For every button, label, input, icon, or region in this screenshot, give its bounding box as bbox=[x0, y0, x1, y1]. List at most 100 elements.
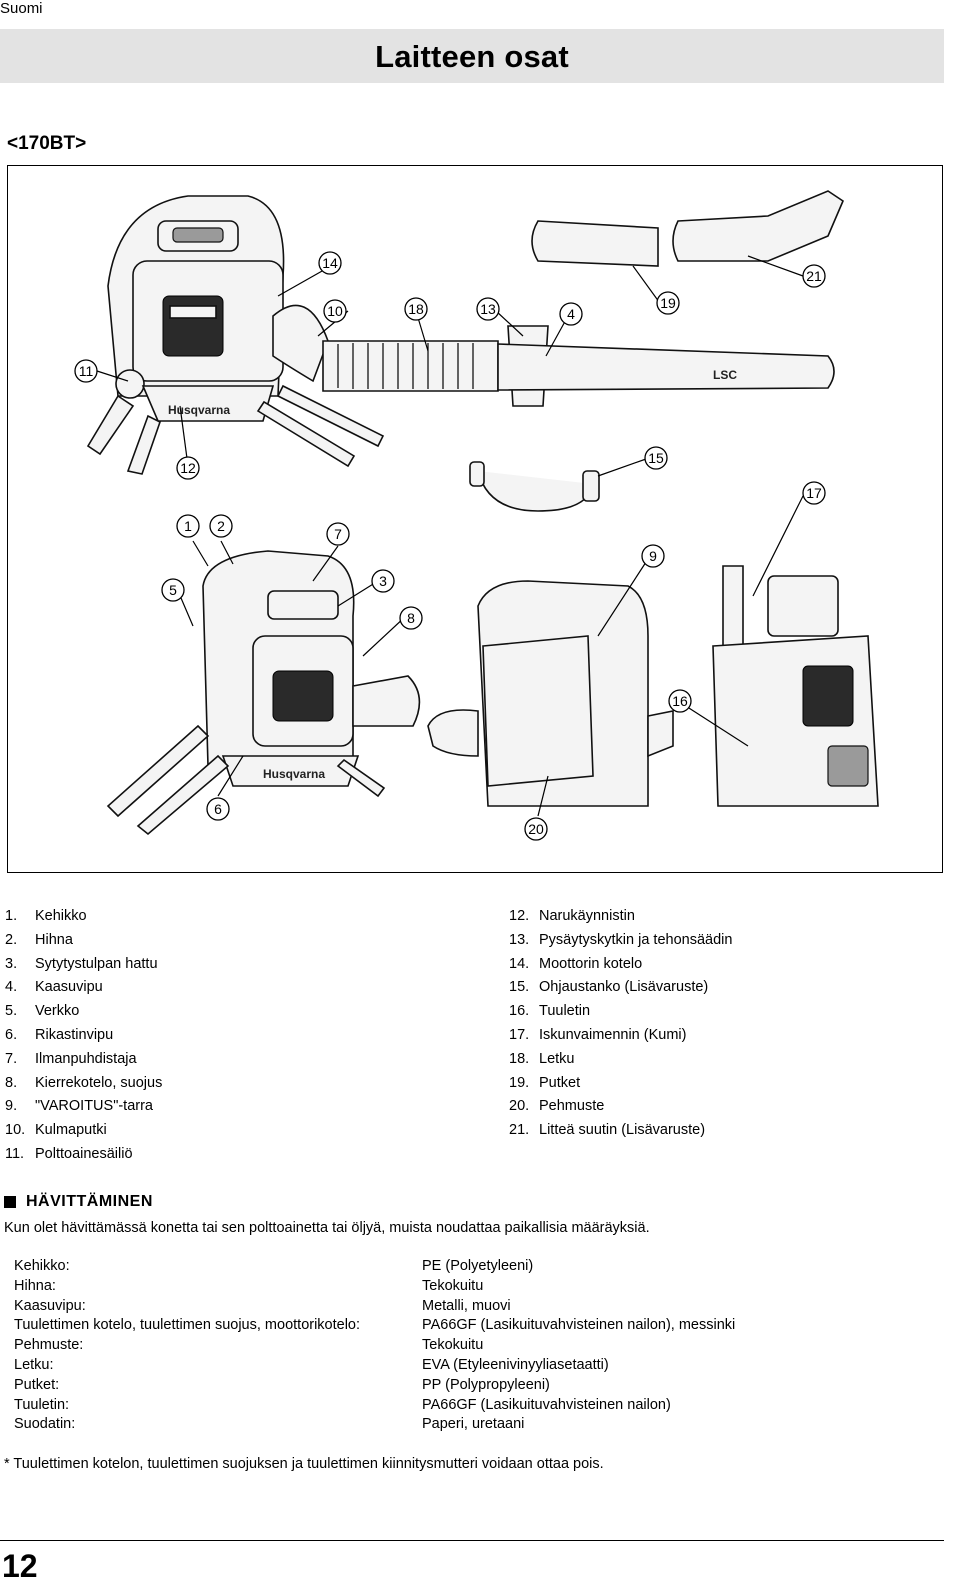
list-item: 14.Moottorin kotelo bbox=[509, 955, 643, 972]
list-item: 17.Iskunvaimennin (Kumi) bbox=[509, 1026, 687, 1043]
callout-3: 3 bbox=[371, 569, 395, 593]
parts-diagram: Husqvarna bbox=[74, 190, 879, 841]
callout-8: 8 bbox=[399, 606, 423, 630]
svg-text:11: 11 bbox=[79, 363, 94, 379]
list-item: 10.Kulmaputki bbox=[5, 1122, 107, 1139]
callout-10: 10 bbox=[323, 299, 347, 323]
svg-text:2: 2 bbox=[217, 518, 225, 534]
material-part: Putket: bbox=[14, 1376, 60, 1393]
language-label: Suomi bbox=[0, 0, 43, 17]
material-value: Tekokuitu bbox=[422, 1277, 484, 1294]
callout-14: 14 bbox=[318, 251, 342, 275]
list-item: 9."VAROITUS"-tarra bbox=[5, 1098, 153, 1115]
callout-1: 1 bbox=[176, 514, 200, 538]
callout-7: 7 bbox=[326, 522, 350, 546]
parts-list-left: 1.Kehikko 2.Hihna 3.Sytytystulpan hattu … bbox=[5, 905, 162, 1167]
material-part: Kehikko: bbox=[14, 1258, 70, 1274]
svg-text:5: 5 bbox=[169, 582, 177, 598]
materials-values-column: PE (Polyetyleeni) Tekokuitu Metalli, muo… bbox=[422, 1257, 735, 1435]
callout-20: 20 bbox=[524, 817, 548, 841]
svg-text:19: 19 bbox=[660, 295, 676, 311]
callout-13: 13 bbox=[476, 297, 500, 321]
material-value: PA66GF (Lasikuituvahvisteinen nailon) bbox=[422, 1396, 671, 1413]
svg-text:9: 9 bbox=[649, 548, 657, 564]
parts-figure: Husqvarna bbox=[7, 165, 943, 873]
disposal-heading: HÄVITTÄMINEN bbox=[4, 1193, 153, 1211]
material-part: Tuuletin: bbox=[14, 1396, 70, 1413]
svg-text:15: 15 bbox=[648, 450, 664, 466]
list-item: 6.Rikastinvipu bbox=[5, 1026, 114, 1043]
material-value: PP (Polypropyleeni) bbox=[422, 1376, 550, 1393]
list-item: 3.Sytytystulpan hattu bbox=[5, 955, 158, 972]
material-part: Letku: bbox=[14, 1356, 54, 1373]
material-part: Suodatin: bbox=[14, 1416, 76, 1433]
list-item: 7.Ilmanpuhdistaja bbox=[5, 1050, 137, 1067]
list-item: 12.Narukäynnistin bbox=[509, 908, 635, 924]
list-item: 21.Litteä suutin (Lisävaruste) bbox=[509, 1122, 706, 1139]
callout-16: 16 bbox=[668, 689, 692, 713]
brand-logo: Husqvarna bbox=[168, 403, 230, 417]
material-part: Pehmuste: bbox=[14, 1337, 84, 1354]
list-item: 18.Letku bbox=[509, 1050, 575, 1067]
svg-text:18: 18 bbox=[408, 301, 424, 317]
svg-text:14: 14 bbox=[322, 255, 338, 271]
leader-lines bbox=[96, 255, 804, 817]
list-item: 15.Ohjaustanko (Lisävaruste) bbox=[509, 979, 709, 996]
materials-parts-column: Kehikko: Hihna: Kaasuvipu: Tuulettimen k… bbox=[14, 1257, 360, 1435]
svg-text:20: 20 bbox=[528, 821, 544, 837]
square-bullet-icon bbox=[4, 1196, 16, 1208]
blower-back-illustration bbox=[427, 580, 674, 807]
list-item: 5.Verkko bbox=[5, 1003, 80, 1020]
callout-6: 6 bbox=[206, 797, 230, 821]
callout-18: 18 bbox=[404, 297, 428, 321]
svg-text:13: 13 bbox=[480, 301, 496, 317]
callout-19: 19 bbox=[656, 291, 680, 315]
list-item: 16.Tuuletin bbox=[509, 1003, 591, 1020]
list-item: 13.Pysäytyskytkin ja tehonsäädin bbox=[509, 931, 733, 948]
material-part: Kaasuvipu: bbox=[14, 1297, 86, 1314]
svg-text:3: 3 bbox=[379, 573, 387, 589]
svg-text:6: 6 bbox=[214, 801, 222, 817]
callout-4: 4 bbox=[559, 302, 583, 326]
material-value: EVA (Etyleenivinyyliasetaatti) bbox=[422, 1356, 609, 1373]
svg-text:1: 1 bbox=[184, 518, 192, 534]
svg-text:10: 10 bbox=[327, 303, 343, 319]
callout-5: 5 bbox=[161, 578, 185, 602]
parts-list-right: 12.Narukäynnistin 13.Pysäytyskytkin ja t… bbox=[509, 905, 732, 1143]
blower-side-illustration bbox=[712, 565, 879, 807]
callout-2: 2 bbox=[209, 514, 233, 538]
svg-text:7: 7 bbox=[334, 526, 342, 542]
page-number: 12 bbox=[2, 1548, 38, 1584]
material-value: Metalli, muovi bbox=[422, 1297, 511, 1314]
disposal-paragraph: Kun olet hävittämässä konetta tai sen po… bbox=[4, 1220, 650, 1236]
material-value: PA66GF (Lasikuituvahvisteinen nailon), m… bbox=[422, 1317, 736, 1334]
list-item: 2.Hihna bbox=[5, 931, 73, 948]
list-item: 4.Kaasuvipu bbox=[5, 979, 103, 996]
handlebar-illustration bbox=[477, 470, 594, 512]
callout-9: 9 bbox=[641, 544, 665, 568]
material-part: Hihna: bbox=[14, 1277, 56, 1294]
footnote: * Tuulettimen kotelon, tuulettimen suoju… bbox=[4, 1456, 604, 1472]
svg-text:8: 8 bbox=[407, 610, 415, 626]
svg-text:12: 12 bbox=[180, 460, 196, 476]
callout-11: 11 bbox=[74, 359, 98, 383]
svg-text:Husqvarna: Husqvarna bbox=[263, 767, 325, 781]
blower-top-illustration: Husqvarna bbox=[86, 190, 844, 475]
list-item: 19.Putket bbox=[509, 1074, 581, 1091]
list-item: 8.Kierrekotelo, suojus bbox=[5, 1074, 163, 1091]
list-item: 11.Polttoainesäiliö bbox=[5, 1145, 133, 1162]
disposal-heading-text: HÄVITTÄMINEN bbox=[26, 1193, 153, 1210]
material-value: Tekokuitu bbox=[422, 1337, 484, 1354]
model-label: <170BT> bbox=[7, 133, 87, 154]
blower-front-illustration: Husqvarna bbox=[106, 550, 421, 836]
callout-15: 15 bbox=[644, 446, 668, 470]
list-item: 1.Kehikko bbox=[5, 908, 87, 924]
pipe-marking: LSC bbox=[713, 368, 737, 382]
callout-17: 17 bbox=[802, 481, 826, 505]
callout-12: 12 bbox=[176, 456, 200, 480]
svg-text:21: 21 bbox=[806, 268, 822, 284]
page-title: Laitteen osat bbox=[375, 39, 569, 74]
material-part: Tuulettimen kotelo, tuulettimen suojus, … bbox=[14, 1317, 361, 1334]
title-bar: Laitteen osat bbox=[0, 29, 944, 83]
svg-text:17: 17 bbox=[806, 485, 822, 501]
